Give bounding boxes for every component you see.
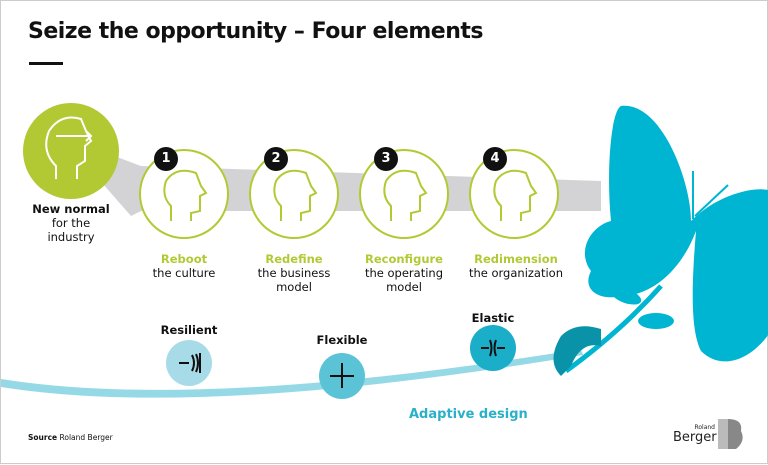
logo-b: [718, 419, 743, 449]
roland-berger-logo: Roland Berger: [673, 423, 715, 443]
page-title: Seize the opportunity – Four elements: [28, 19, 483, 44]
step-desc: the culture: [153, 266, 216, 280]
step-title: Reboot: [124, 252, 244, 266]
step-title: Redefine: [234, 252, 354, 266]
quality-flexible: Flexible: [297, 333, 387, 347]
step-number-badge: 1: [154, 147, 178, 171]
new-normal-bold: New normal: [11, 202, 131, 216]
adaptive-design-label: Adaptive design: [409, 407, 528, 422]
logo-bottom: Berger: [673, 433, 715, 443]
step-number-badge: 4: [483, 147, 507, 171]
butterfly-illustration: [554, 106, 768, 376]
step-number-badge: 2: [264, 147, 288, 171]
quality-elastic: Elastic: [448, 311, 538, 325]
new-normal-line1: for the: [11, 216, 131, 230]
step-desc: the business: [258, 266, 331, 280]
title-underline: [29, 62, 63, 65]
step-desc: the organization: [469, 266, 563, 280]
source-note: Source Roland Berger: [28, 433, 113, 442]
step-number-badge: 3: [374, 147, 398, 171]
step-desc: the operating: [365, 266, 443, 280]
step-title: Redimension: [456, 252, 576, 266]
source-label: Source: [28, 433, 57, 442]
new-normal-line2: industry: [11, 230, 131, 244]
quality-resilient: Resilient: [144, 323, 234, 337]
step-desc: model: [276, 280, 312, 294]
new-normal-label: New normal for the industry: [11, 202, 131, 244]
step-desc: model: [386, 280, 422, 294]
source-value: Roland Berger: [60, 433, 113, 442]
step-title: Reconfigure: [344, 252, 464, 266]
